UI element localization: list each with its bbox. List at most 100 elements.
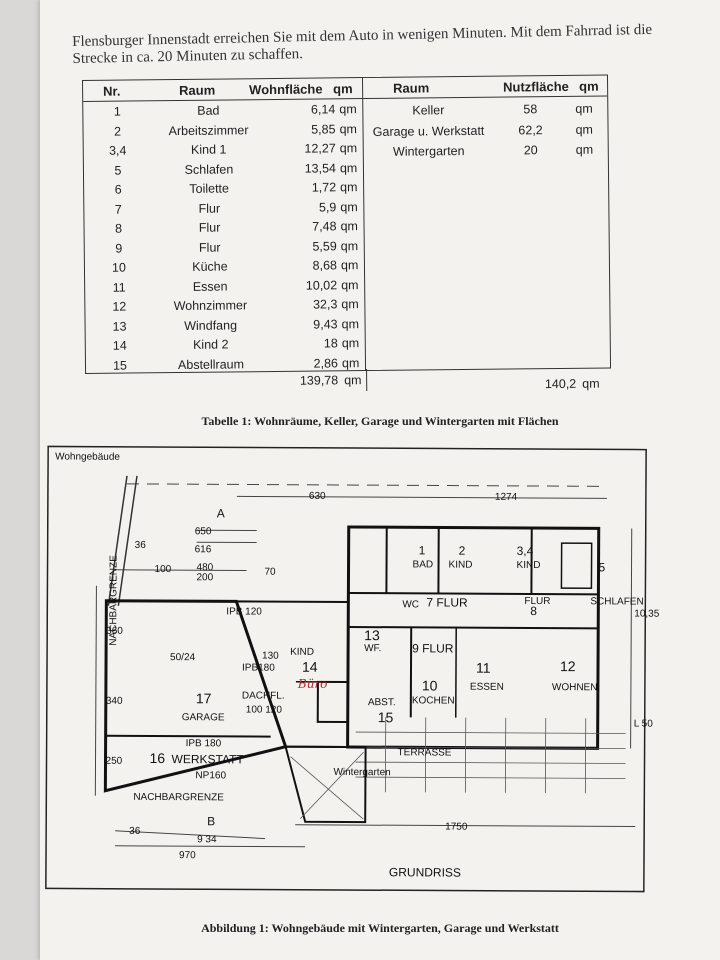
row-raum: Bad: [197, 103, 220, 118]
room-13-wf: WF.: [364, 643, 382, 655]
floor-plan: Wohngebäude A 630 1274 650 616 36 480 20…: [45, 445, 659, 893]
dim-1274: 1274: [494, 491, 518, 503]
row-nr: 3,4: [108, 143, 127, 158]
row-value: 8,68: [312, 258, 338, 273]
header-divider: [83, 98, 364, 102]
grundriss-label: GRUNDRISS: [388, 865, 461, 880]
room-5-schlafen: SCHLAFEN: [590, 596, 644, 608]
row-raum: Garage u. Werkstatt: [372, 123, 485, 139]
row-unit: qm: [341, 297, 359, 312]
room-16-number: 16: [149, 749, 166, 767]
header-nr: Nr.: [103, 83, 121, 99]
room-14-number: 14: [301, 658, 318, 675]
row-raum: Kind 2: [192, 337, 229, 352]
np-160: NP160: [195, 770, 227, 782]
row-nr: 12: [112, 299, 127, 314]
dach-dim: 100 120: [245, 704, 282, 716]
row-value: 32,3: [312, 297, 338, 312]
room-2-number: 2: [458, 543, 466, 558]
dim-616: 616: [194, 544, 212, 556]
row-unit: qm: [575, 142, 594, 157]
row-nr: 11: [112, 280, 126, 295]
dim-70: 70: [264, 566, 276, 578]
room-15-abst: ABST.: [367, 697, 396, 709]
header-unit-right: qm: [579, 78, 599, 94]
room-14-kind: KIND: [290, 646, 315, 658]
header-nutzflaeche: Nutzfläche: [503, 78, 569, 95]
row-nr: 13: [112, 319, 127, 334]
header-wohnflaeche: Wohnfläche: [249, 81, 323, 98]
row-unit: qm: [341, 277, 359, 292]
room-15-number: 15: [377, 709, 394, 726]
room-11-number: 11: [475, 659, 491, 676]
plan-label-a: A: [216, 506, 225, 521]
row-nr: 15: [112, 358, 128, 373]
room-12-number: 12: [559, 658, 576, 675]
row-nr: 9: [115, 241, 123, 256]
row-nr: 7: [114, 202, 122, 217]
row-value: 58: [523, 102, 538, 117]
room-7-flur: 7 FLUR: [426, 595, 468, 610]
row-nr: 14: [112, 338, 127, 353]
header-raum-right: Raum: [393, 80, 430, 96]
document-page: Flensburger Innenstadt erreichen Sie mit…: [40, 0, 720, 960]
nachbargrenze-left: NACHBARGRENZE: [108, 555, 120, 646]
row-raum: Küche: [192, 259, 228, 274]
row-nr: 8: [115, 221, 123, 236]
dim-650: 650: [194, 526, 212, 538]
row-value: 5,9: [318, 199, 337, 215]
header-unit: qm: [333, 81, 353, 97]
row-value: 20: [523, 143, 538, 158]
row-raum: Flur: [198, 240, 221, 255]
floor-plan-drawing: [45, 445, 647, 893]
room-34-number: 3,4: [516, 543, 534, 558]
room-17-garage: GARAGE: [181, 712, 225, 724]
dim-970: 970: [178, 850, 196, 862]
usable-total: 140,2: [544, 376, 577, 392]
dim-200: 200: [196, 572, 214, 584]
dim-150: L 50: [633, 718, 653, 730]
table-row: Wintergarten 20 qm: [364, 142, 608, 164]
row-unit: qm: [575, 122, 593, 137]
row-raum: Toilette: [189, 181, 230, 196]
figure-caption: Abbildung 1: Wohngebäude mit Wintergarte…: [201, 921, 559, 935]
room-8-number: 8: [530, 603, 538, 618]
ipb-180b: IPB 180: [185, 738, 222, 750]
dim-1750: 1750: [445, 821, 468, 833]
intro-paragraph: Flensburger Innenstadt erreichen Sie mit…: [72, 21, 653, 67]
row-value: 6,14: [310, 102, 336, 117]
dim-250: 250: [105, 755, 123, 767]
table-row: Keller 58 qm: [363, 102, 607, 124]
row-unit: qm: [340, 180, 358, 195]
row-value: 18: [323, 336, 338, 351]
room-10-kochen: KOCHEN: [411, 695, 455, 707]
dim-36a: 36: [134, 539, 146, 551]
room-2-kind: KIND: [448, 559, 473, 571]
ipb-180: IPB180: [241, 662, 275, 674]
row-raum: Flur: [198, 201, 221, 216]
dim-340: 340: [105, 695, 123, 707]
row-unit: qm: [339, 121, 357, 136]
plan-label-b: B: [207, 814, 216, 829]
room-1-bad: BAD: [412, 559, 434, 571]
row-unit: qm: [340, 199, 358, 214]
dachfl: DACHFL.: [241, 690, 285, 702]
dim-100: 100: [154, 563, 172, 576]
row-unit: qm: [575, 101, 593, 116]
room-wc: WC: [402, 599, 420, 611]
dim-5024: 50/24: [170, 652, 196, 664]
table-caption: Tabelle 1: Wohnräume, Keller, Garage und…: [201, 414, 559, 428]
header-divider-right: [363, 95, 608, 100]
row-value: 12,27: [304, 141, 336, 156]
room-12-wohnen: WOHNEN: [551, 682, 598, 694]
nachbargrenze-bottom: NACHBARGRENZE: [133, 791, 224, 804]
row-raum: Wintergarten: [392, 143, 465, 159]
usable-total-unit: qm: [582, 376, 600, 391]
row-raum: Windfang: [184, 317, 238, 333]
row-raum: Keller: [412, 103, 445, 118]
dim-36b: 36: [129, 825, 141, 837]
